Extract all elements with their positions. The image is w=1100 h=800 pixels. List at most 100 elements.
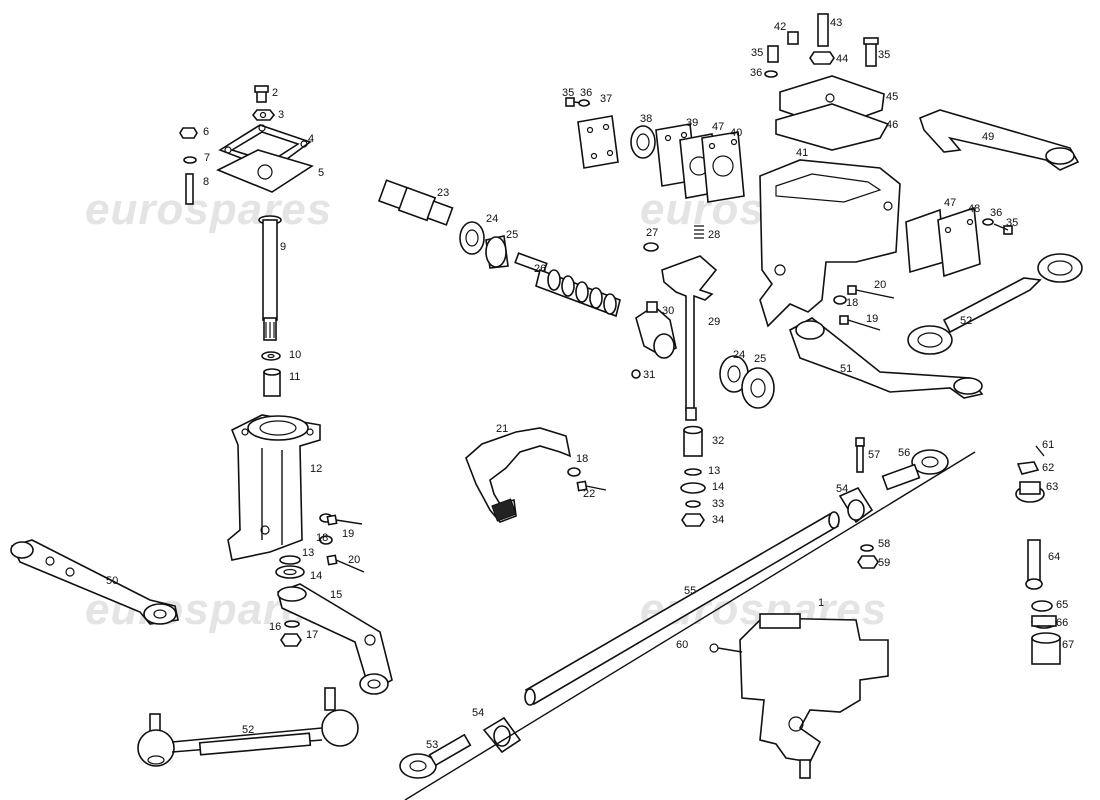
idler-arm-50-part <box>10 539 179 625</box>
callout-17: 17 <box>306 629 318 641</box>
callout-66: 66 <box>1056 617 1068 629</box>
bolt-61-part <box>1035 445 1045 457</box>
callout-35a: 35 <box>562 87 574 99</box>
bearing-25-upper-part <box>485 235 509 269</box>
washer-33-part <box>685 500 701 508</box>
callout-54a: 54 <box>472 707 484 719</box>
bush-32-part <box>683 425 703 457</box>
nut-44-part <box>809 51 835 65</box>
callout-63: 63 <box>1046 481 1058 493</box>
diagram-edge-line <box>404 451 976 800</box>
callout-57: 57 <box>868 449 880 461</box>
callout-55: 55 <box>684 585 696 597</box>
washer-18-right-part <box>833 295 847 305</box>
callout-62: 62 <box>1042 462 1054 474</box>
bolts-35-36-upper-part <box>565 97 591 107</box>
callout-21: 21 <box>496 423 508 435</box>
bearing-24-upper-part <box>459 221 485 255</box>
spring-28-part <box>694 225 704 239</box>
callout-42: 42 <box>774 21 786 33</box>
callout-47a: 47 <box>712 121 724 133</box>
washer-36-upper-part <box>764 70 778 78</box>
callout-60: 60 <box>676 639 688 651</box>
callout-36c: 36 <box>990 207 1002 219</box>
gasket-46-part <box>775 103 890 151</box>
callout-14: 14 <box>310 570 322 582</box>
callout-29: 29 <box>708 316 720 328</box>
nut-67-part <box>1031 632 1061 665</box>
callout-18b: 18 <box>576 453 588 465</box>
callout-67: 67 <box>1062 639 1074 651</box>
plate-48-part <box>937 206 981 278</box>
callout-1: 1 <box>818 597 824 609</box>
callout-47b: 47 <box>944 197 956 209</box>
callout-35d: 35 <box>1006 217 1018 229</box>
drop-arm-15-part <box>277 583 393 695</box>
callout-23: 23 <box>437 187 449 199</box>
callout-44: 44 <box>836 53 848 65</box>
callout-6: 6 <box>203 126 209 138</box>
nut-62-part <box>1016 461 1040 475</box>
callout-33: 33 <box>712 498 724 510</box>
callout-24b: 24 <box>733 349 745 361</box>
clamp-54-lower-part <box>482 716 522 754</box>
callout-20b: 20 <box>874 279 886 291</box>
bearing-25-lower-part <box>741 367 775 409</box>
bolt-22-part <box>576 480 607 492</box>
callout-22: 22 <box>583 488 595 500</box>
callout-58: 58 <box>878 538 890 550</box>
clamp-54-upper-part <box>838 486 874 524</box>
callout-50: 50 <box>106 575 118 587</box>
washer-16-part <box>284 620 300 628</box>
arm-49-part <box>919 109 1080 171</box>
callout-48: 48 <box>968 203 980 215</box>
callout-30: 30 <box>662 305 674 317</box>
callout-4: 4 <box>308 133 314 145</box>
callout-36b: 36 <box>750 67 762 79</box>
callout-13b: 13 <box>708 465 720 477</box>
callout-54b: 54 <box>836 483 848 495</box>
callout-41: 41 <box>796 147 808 159</box>
nut-3-part <box>251 109 276 121</box>
roller-30-part <box>635 301 677 359</box>
callout-3: 3 <box>278 109 284 121</box>
callout-24: 24 <box>486 213 498 225</box>
callout-18c: 18 <box>846 297 858 309</box>
shaft-9-part <box>258 215 282 341</box>
cover-40-part <box>701 131 745 203</box>
callout-49: 49 <box>982 131 994 143</box>
callout-27: 27 <box>646 227 658 239</box>
cap-63-part <box>1015 481 1045 503</box>
callout-37: 37 <box>600 93 612 105</box>
callout-7: 7 <box>204 152 210 164</box>
callout-20: 20 <box>348 554 360 566</box>
callout-11: 11 <box>289 371 300 383</box>
callout-18: 18 <box>316 532 328 544</box>
callout-25b: 25 <box>754 353 766 365</box>
rocker-shaft-29-part <box>661 255 718 421</box>
callout-35c: 35 <box>878 49 890 61</box>
callout-25: 25 <box>506 229 518 241</box>
washers-13-14-centre-part <box>680 468 706 494</box>
washers-13-14-part <box>275 555 305 579</box>
cup-66-part <box>1031 615 1057 629</box>
callout-16: 16 <box>269 621 281 633</box>
callout-53: 53 <box>426 739 438 751</box>
callout-52b: 52 <box>242 724 254 736</box>
callout-5: 5 <box>318 167 324 179</box>
nut-17-part <box>280 633 302 647</box>
bolts-42-43-part <box>787 13 829 47</box>
callout-2: 2 <box>272 87 278 99</box>
callout-15: 15 <box>330 589 342 601</box>
washer-18-centre-part <box>567 467 581 477</box>
bolt-2-part <box>254 85 269 103</box>
callout-56: 56 <box>898 447 910 459</box>
track-rod-52-upper-part <box>907 253 1083 355</box>
callout-34: 34 <box>712 514 724 526</box>
worm-shaft-26-part <box>514 252 621 318</box>
bolt-20-left-part <box>326 554 365 573</box>
washer-27-part <box>643 242 659 252</box>
washer-7-part <box>183 156 197 164</box>
nut-34-part <box>681 513 705 527</box>
